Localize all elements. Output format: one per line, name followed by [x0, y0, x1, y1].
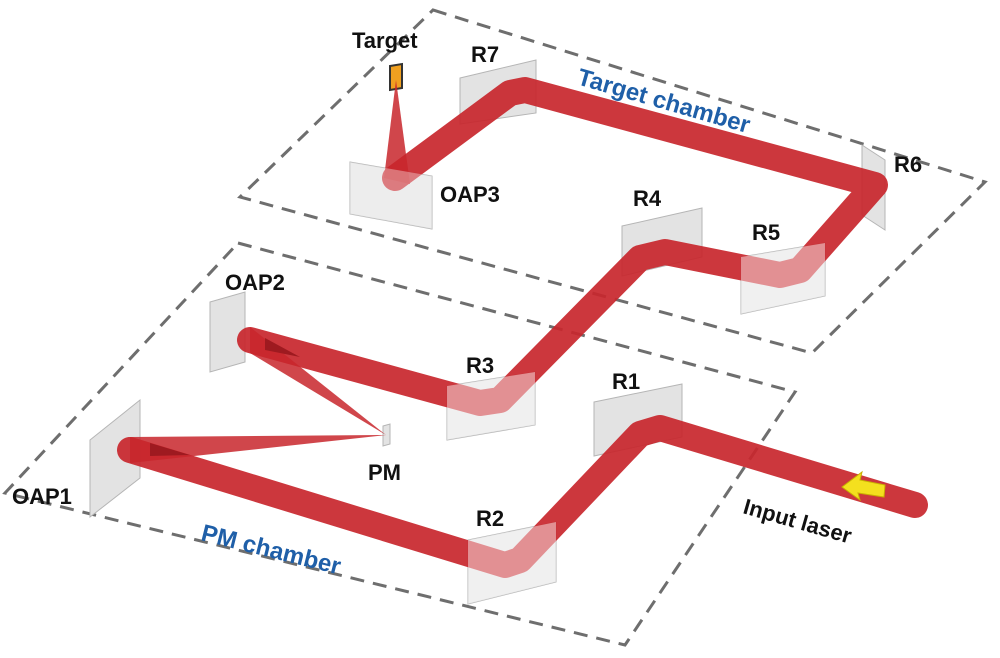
r7-label: R7	[471, 42, 499, 67]
r6-label: R6	[894, 152, 922, 177]
oap2-focus-cone	[250, 327, 386, 435]
input-laser-label: Input laser	[741, 494, 855, 549]
oap3-overlay	[350, 162, 432, 229]
r3-overlay	[447, 372, 535, 440]
r1-label: R1	[612, 369, 640, 394]
oap3-focus-cone	[384, 80, 410, 184]
arrow-left-icon	[841, 470, 886, 502]
r5-label: R5	[752, 220, 780, 245]
r2-overlay	[468, 522, 556, 604]
oap2-label: OAP2	[225, 270, 285, 295]
pm-chamber-label: PM chamber	[199, 520, 344, 581]
oap3-label: OAP3	[440, 182, 500, 207]
oap2-mirror	[209, 291, 246, 373]
target-label: Target	[352, 28, 418, 53]
beam-main-path	[117, 415, 928, 578]
oap2-cone-shade	[265, 338, 300, 357]
pm-label: PM	[368, 460, 401, 485]
oap1-label: OAP1	[12, 484, 72, 509]
r5-overlay	[741, 243, 825, 314]
oap1-mirror	[89, 398, 141, 519]
beam-oap2-to-r3	[237, 77, 888, 416]
r3-label: R3	[466, 353, 494, 378]
oap1-focus-cone	[130, 435, 386, 463]
pm-mirror	[382, 423, 391, 447]
r2-label: R2	[476, 506, 504, 531]
target-chamber-outline	[237, 8, 988, 355]
target-holder	[389, 62, 403, 92]
r4-label: R4	[633, 186, 662, 211]
oap1-cone-shade	[150, 443, 190, 456]
pm-chamber-outline	[2, 241, 798, 647]
